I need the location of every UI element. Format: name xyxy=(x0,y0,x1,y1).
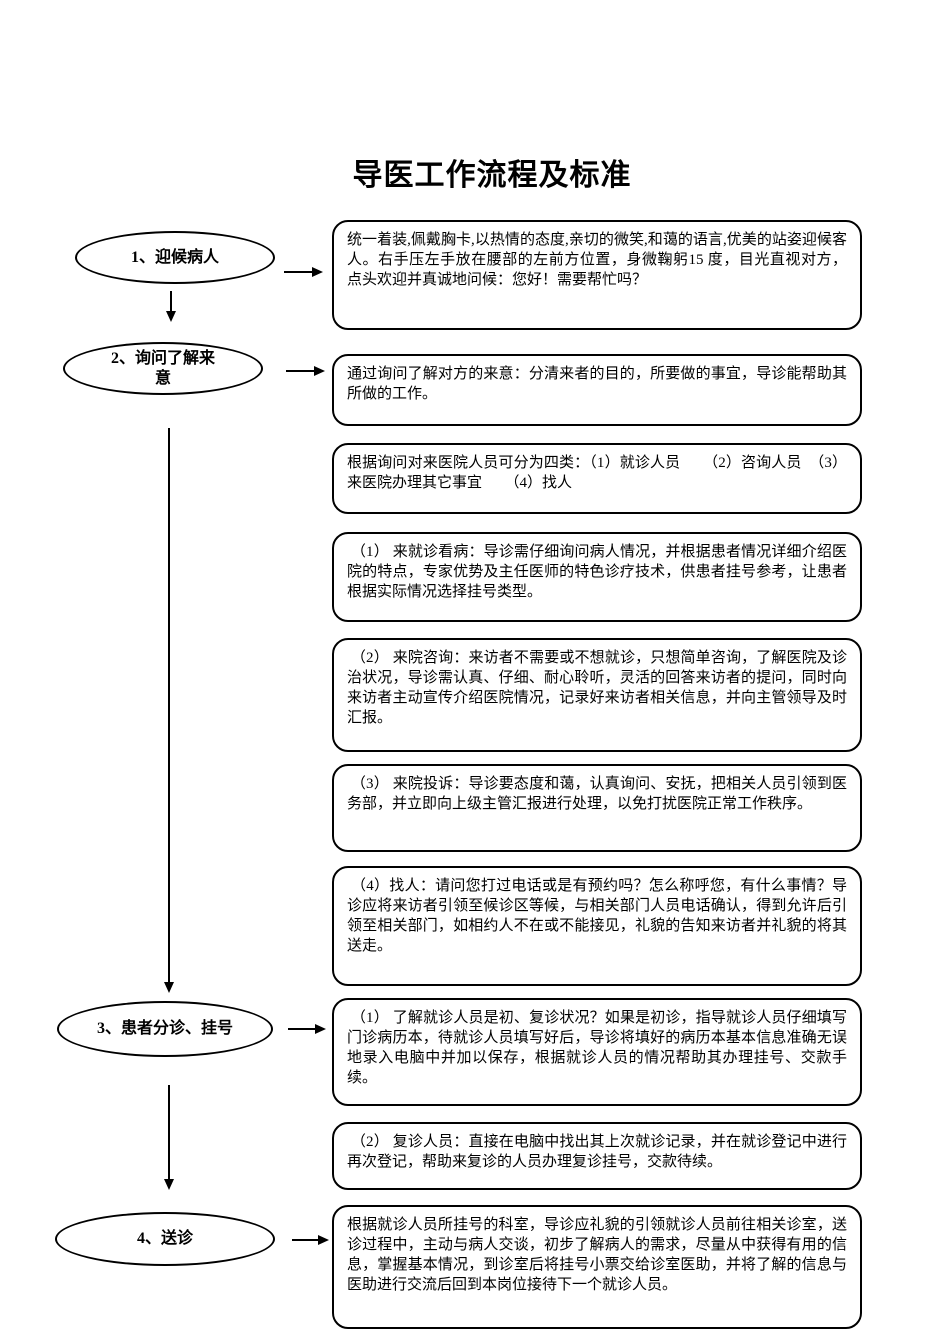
arrow-down-icon-step2-to-step3 xyxy=(164,428,174,993)
arrow-down-icon-step3-to-step4 xyxy=(164,1085,174,1190)
step-ellipse-welcome-patient: 1、迎候病人 xyxy=(75,231,275,284)
desc-box-type4-find-person: （4）找人：请问您打过电话或是有预约吗？怎么称呼您，有什么事情？导诊应将来访者引… xyxy=(332,866,862,986)
step-label: 1、迎候病人 xyxy=(130,248,219,266)
desc-box-greeting-standard: 统一着装,佩戴胸卡,以热情的态度,亲切的微笑,和蔼的语言,优美的站姿迎候客人。右… xyxy=(332,220,862,330)
arrow-right-icon-step1 xyxy=(284,267,323,277)
desc-box-first-visit: （1） 了解就诊人员是初、复诊状况？如果是初诊，指导就诊人员仔细填写门诊病历本，… xyxy=(332,998,862,1106)
desc-box-return-visit: （2） 复诊人员：直接在电脑中找出其上次就诊记录，并在就诊登记中进行再次登记，帮… xyxy=(332,1122,862,1190)
desc-box-escort-procedure: 根据就诊人员所挂号的科室，导诊应礼貌的引领就诊人员前往相关诊室，送诊过程中，主动… xyxy=(332,1205,862,1329)
desc-box-type3-complaint: （3） 来院投诉：导诊要态度和蔼，认真询问、安抚，把相关人员引领到医务部，并立即… xyxy=(332,764,862,852)
desc-box-type2-consultation: （2） 来院咨询：来访者不需要或不想就诊，只想简单咨询，了解医院及诊治状况，导诊… xyxy=(332,638,862,752)
step-label: 4、送诊 xyxy=(136,1230,193,1247)
desc-box-type1-see-doctor: （1） 来就诊看病：导诊需仔细询问病人情况，并根据患者情况详细介绍医院的特点，专… xyxy=(332,532,862,622)
arrow-down-icon-step1-to-step2 xyxy=(166,291,176,322)
desc-box-ask-purpose: 通过询问了解对方的来意：分清来者的目的，所要做的事宜，导诊能帮助其所做的工作。 xyxy=(332,354,862,426)
step-ellipse-triage-registration: 3、患者分诊、挂号 xyxy=(57,1001,273,1057)
arrow-right-icon-step2 xyxy=(286,366,325,376)
arrow-right-icon-step4 xyxy=(292,1235,329,1245)
arrow-right-icon-step3 xyxy=(288,1024,326,1034)
step-ellipse-escort-to-clinic: 4、送诊 xyxy=(55,1212,275,1266)
desc-box-four-visitor-types: 根据询问对来医院人员可分为四类：（1）就诊人员 （2）咨询人员 （3）来医院办理… xyxy=(332,443,862,514)
step-label: 3、患者分诊、挂号 xyxy=(96,1020,233,1037)
step-label: 2、询问了解来意 xyxy=(110,349,215,387)
step-ellipse-ask-purpose: 2、询问了解来意 xyxy=(63,342,263,395)
page-title: 导医工作流程及标准 xyxy=(352,159,632,192)
